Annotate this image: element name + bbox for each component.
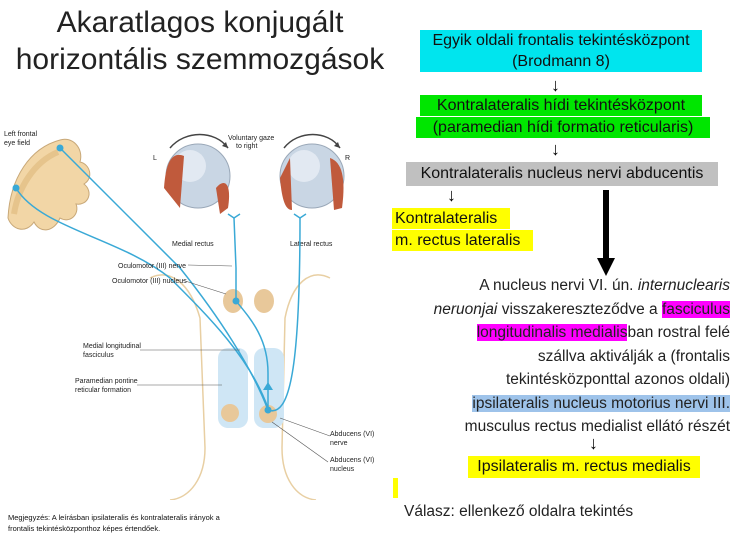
right-eye (279, 133, 345, 210)
para-line-2: visszakereszteződve a (501, 300, 658, 318)
label-mlf-2: fasciculus (83, 352, 114, 359)
yellow-marker (393, 478, 398, 498)
title-line-2: horizontális szemmozgások (15, 43, 385, 76)
pontine-gaze-center-box: Kontralateralis hídi tekintésközpont (420, 95, 702, 116)
label-pprf-1: Paramedian pontine (75, 378, 138, 385)
label-L: L (153, 155, 157, 162)
medial-rectus-text: Ipsilateralis m. rectus medialis (477, 458, 691, 475)
label-abducens-nucleus-1: Abducens (VI) (330, 457, 374, 464)
medial-rectus-box: Ipsilateralis m. rectus medialis (468, 456, 700, 478)
pontine-gaze-center-text: Kontralateralis hídi tekintésközpont (436, 97, 686, 114)
description-paragraph: A nucleus nervi VI. ún. internuclearis n… (398, 274, 730, 439)
footnote-line-2: frontalis tekintésközponthoz képes érten… (8, 524, 161, 533)
lateral-rectus-text-2: m. rectus lateralis (395, 232, 521, 249)
footnote: Megjegyzés: A leírásban ipsilateralis és… (8, 512, 220, 534)
frontal-cortex-drawing (7, 138, 91, 231)
lateral-rectus-box-2: m. rectus lateralis (392, 230, 533, 251)
left-eye (164, 133, 231, 214)
label-to-right: to right (236, 143, 257, 150)
pprf-text: (paramedian hídi formatio reticularis) (432, 119, 694, 136)
para-italic-2: neruonjai (433, 300, 498, 318)
footnote-line-1: Megjegyzés: A leírásban ipsilateralis és… (8, 513, 220, 522)
para-line-1: A nucleus nervi VI. ún. (479, 277, 634, 294)
oculomotor-nucleus-right (254, 289, 274, 313)
abducens-nucleus-left (221, 404, 239, 422)
label-left-frontal: Left frontal (4, 131, 38, 138)
brodmann-text: (Brodmann 8) (512, 53, 610, 70)
arrow-down-icon: ↓ (589, 433, 598, 453)
para-line-5: tekintésközponttal azonos oldali) (505, 371, 730, 388)
label-abducens-nerve-2: nerve (330, 440, 348, 447)
lateral-rectus-text-1: Kontralateralis (395, 210, 498, 227)
label-mlf-1: Medial longitudinal (83, 343, 141, 350)
label-abducens-nucleus-2: nucleus (330, 466, 355, 473)
pprf-box: (paramedian hídi formatio reticularis) (416, 117, 710, 138)
label-eye-field: eye field (4, 140, 30, 147)
para-line-7: musculus rectus medialist ellátó részét (464, 418, 730, 435)
label-lateral-rectus: Lateral rectus (290, 241, 333, 248)
para-italic-1: internuclearis (637, 277, 730, 294)
abducens-nucleus-box: Kontralateralis nucleus nervi abducentis (406, 162, 718, 186)
gaze-pathway-diagram: Left frontal eye field L R Voluntary gaz… (4, 131, 374, 500)
frontal-gaze-center-box: Egyik oldali frontalis tekintésközpont (… (420, 30, 702, 72)
oculomotor-nucleus-highlight: ipsilateralis nucleus motorius nervi III… (472, 394, 730, 412)
long-arrow-down-icon (597, 190, 615, 276)
page-title: Akaratlagos konjugált horizontális szemm… (0, 4, 400, 78)
label-abducens-nerve-1: Abducens (VI) (330, 431, 374, 438)
title-line-1: Akaratlagos konjugált (56, 6, 344, 39)
arrow-down-icon: ↓ (551, 75, 560, 95)
arrow-down-icon: ↓ (447, 185, 456, 205)
label-medial-rectus: Medial rectus (172, 241, 214, 248)
label-R: R (345, 155, 350, 162)
para-line-4: szállva aktiválják a (frontalis (537, 347, 730, 365)
label-voluntary-gaze: Voluntary gaze (228, 135, 274, 142)
abducens-nucleus-text: Kontralateralis nucleus nervi abducentis (420, 165, 704, 182)
answer-text: Válasz: ellenkező oldalra tekintés (404, 503, 634, 520)
gaze-pathway (15, 147, 307, 412)
label-pprf-2: reticular formation (75, 387, 131, 394)
frontal-gaze-center-text: Egyik oldali frontalis tekintésközpont (432, 32, 690, 49)
arrow-down-icon: ↓ (551, 139, 560, 159)
abducens-nucleus-right (259, 405, 277, 423)
para-line-3: ban rostral felé (627, 324, 730, 341)
label-oculomotor-nerve: Oculomotor (III) nerve (118, 263, 186, 270)
label-oculomotor-nucleus: Oculomotor (III) nucleus (112, 278, 187, 285)
lateral-rectus-box-1: Kontralateralis (392, 208, 510, 229)
mlf-highlight-1: fasciculus (661, 300, 730, 318)
mlf-highlight-2: longitudinalis medialis (476, 324, 628, 341)
